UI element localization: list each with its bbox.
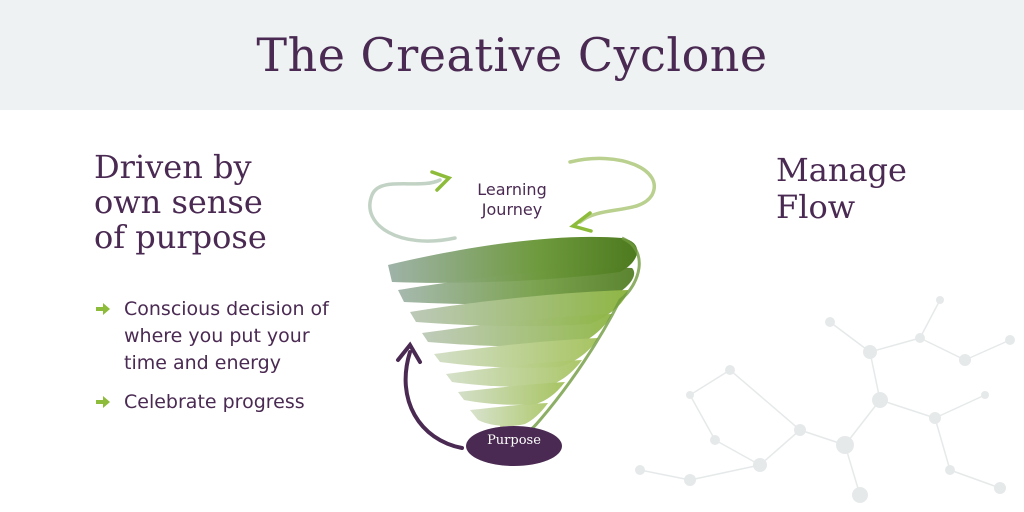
bullet-list: Conscious decision of where you put your… (94, 296, 364, 428)
list-item: Conscious decision of where you put your… (94, 296, 364, 377)
cyclone-spiral (388, 236, 641, 439)
right-heading: Manage Flow (776, 151, 907, 226)
list-item: Celebrate progress (94, 389, 364, 416)
learning-journey-arrows (368, 156, 656, 243)
left-heading: Driven by own sense of purpose (94, 148, 267, 256)
page-title: The Creative Cyclone (256, 28, 768, 82)
arrow-right-icon (96, 303, 110, 315)
purpose-loop-arrow (396, 341, 464, 450)
purpose-base-ellipse (466, 426, 562, 466)
learning-journey-label: Learning Journey (477, 180, 547, 219)
purpose-label: Purpose (487, 433, 541, 448)
arrow-right-icon (96, 396, 110, 408)
header-banner (0, 0, 1024, 110)
